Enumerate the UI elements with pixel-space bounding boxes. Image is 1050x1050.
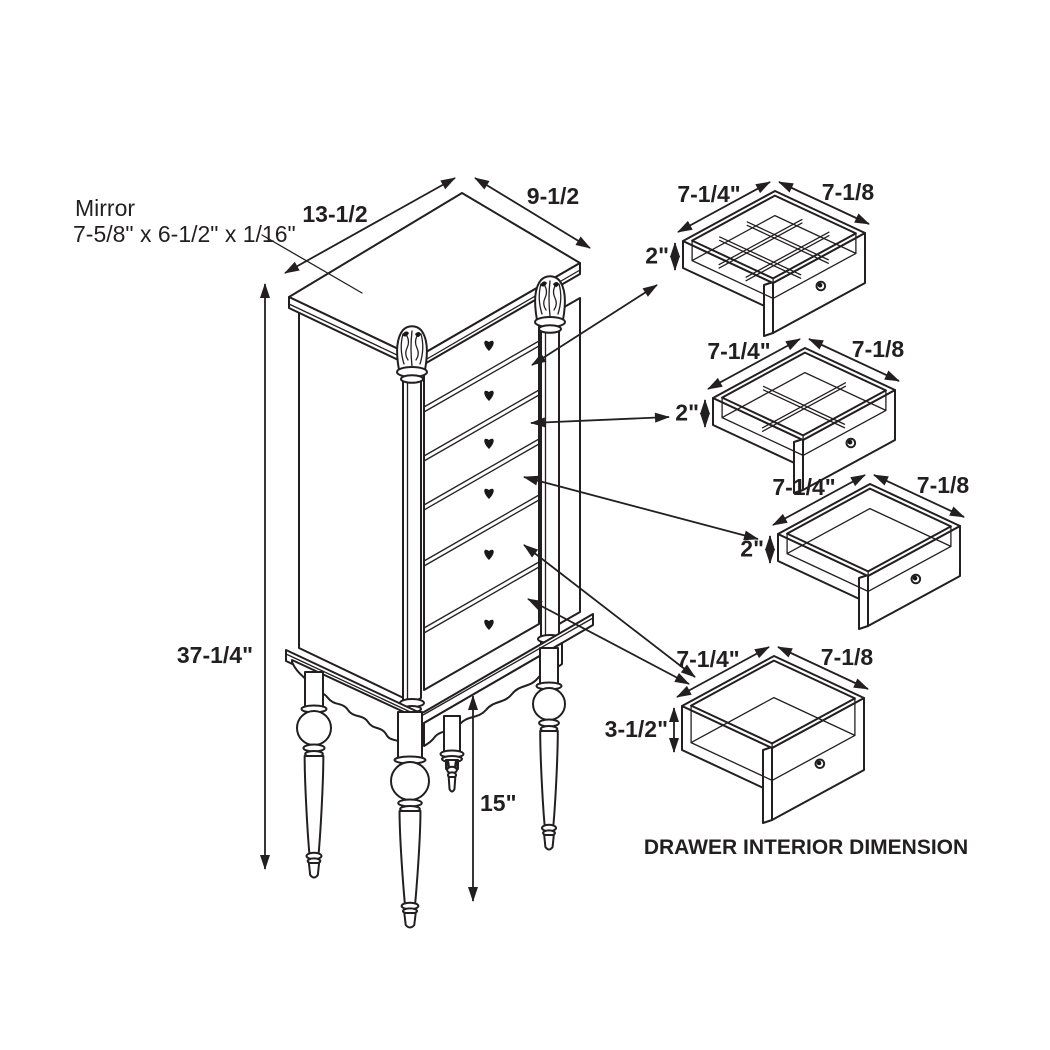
drawer-rail (423, 340, 540, 408)
drawer-divider (718, 218, 803, 266)
detail-dim-arrow-width (676, 646, 770, 698)
drawer-front-edge (858, 574, 869, 630)
detail-depth-label: 7-1/8 (822, 179, 875, 205)
callout-arrow-3 (523, 475, 759, 541)
drawer-divider (745, 231, 830, 278)
drawer-rail (423, 345, 540, 413)
dimension-annotations: 13-1/2 9-1/2 37-1/4" 15" (177, 177, 591, 902)
detail-dim-arrow-depth (873, 474, 965, 518)
callout-arrow-2 (530, 412, 670, 428)
drawer-divider (718, 222, 803, 269)
drawer-rail (423, 566, 540, 634)
drawer-details: 7-1/4"7-1/82"7-1/4"7-1/82"7-1/4"7-1/82"7… (605, 179, 970, 824)
drawer-rail (423, 394, 540, 462)
drawer-rail (423, 389, 540, 457)
mirror-note-line1: Mirror (75, 195, 135, 221)
drawer-rail (423, 494, 540, 562)
detail-dim-arrow-width (772, 474, 866, 526)
detail-width-label: 7-1/4" (707, 338, 770, 364)
detail-dim-arrow-depth (808, 338, 900, 382)
drawer-fronts (423, 340, 540, 634)
detail-dim-arrow-width (707, 338, 801, 390)
callout-arrows (523, 284, 759, 685)
dim-arrow-top-depth (474, 177, 591, 249)
mirror-note-line2: 7-5/8" x 6-1/2" x 1/16" (73, 221, 296, 247)
drawer-divider (745, 234, 830, 282)
detail-height-label: 3-1/2" (605, 716, 668, 742)
drawer-rail (423, 438, 540, 506)
front-left-column (396, 325, 428, 713)
dim-label-leg-height: 15" (480, 790, 517, 816)
drawer-interior-caption: DRAWER INTERIOR DIMENSION (644, 836, 968, 859)
drawer-knob-icon (484, 619, 494, 630)
detail-depth-label: 7-1/8 (917, 472, 970, 498)
detail-height-label: 2" (675, 400, 699, 426)
detail-width-label: 7-1/4" (676, 646, 739, 672)
drawer-divider (762, 385, 846, 425)
drawer-rail (423, 443, 540, 511)
drawer-rail (423, 561, 540, 629)
callout-arrow-5 (527, 598, 690, 685)
legs (296, 647, 566, 929)
dim-label-top-depth: 9-1/2 (527, 183, 579, 209)
drawer-divider (719, 239, 802, 279)
detail-depth-label: 7-1/8 (852, 336, 905, 362)
drawer-detail-3: 7-1/4" 7-1/8 2" (740, 472, 970, 630)
detail-depth-label: 7-1/8 (821, 644, 874, 670)
drawer-detail-2: 7-1/4" 7-1/8 2" (675, 336, 905, 494)
detail-dim-arrow-width (677, 181, 771, 233)
drawer-knob-icon (484, 438, 494, 449)
drawer-detail-4: 7-1/4" 7-1/8 3-1/2" (605, 644, 874, 824)
leg-left (296, 671, 332, 879)
leg-front (390, 711, 430, 929)
drawer-divider (762, 389, 846, 429)
drawer-divider (719, 236, 802, 276)
dim-label-overall-height: 37-1/4" (177, 642, 253, 668)
cabinet (285, 192, 594, 929)
drawer-rail (423, 499, 540, 567)
detail-width-label: 7-1/4" (677, 181, 740, 207)
detail-height-label: 2" (645, 243, 669, 269)
detail-width-label: 7-1/4" (772, 474, 835, 500)
detail-dim-arrow-depth (778, 181, 870, 225)
drawer-knob-icon (484, 390, 494, 401)
drawer-knob-icon (484, 549, 494, 560)
detail-height-label: 2" (740, 536, 764, 562)
drawer-front-edge (763, 281, 774, 337)
drawer-knob-icon (484, 340, 494, 351)
drawer-front-edge (762, 746, 773, 824)
dim-label-top-width: 13-1/2 (302, 201, 367, 227)
callout-arrow-1 (531, 284, 658, 366)
cabinet-left-panel (298, 308, 413, 703)
detail-dim-arrow-depth (777, 646, 869, 690)
dim-arrow-top-width (284, 177, 456, 274)
leg-rear (439, 715, 465, 793)
drawer-knob-icon (484, 488, 494, 499)
drawer-detail-1: 7-1/4" 7-1/8 2" (645, 179, 875, 337)
